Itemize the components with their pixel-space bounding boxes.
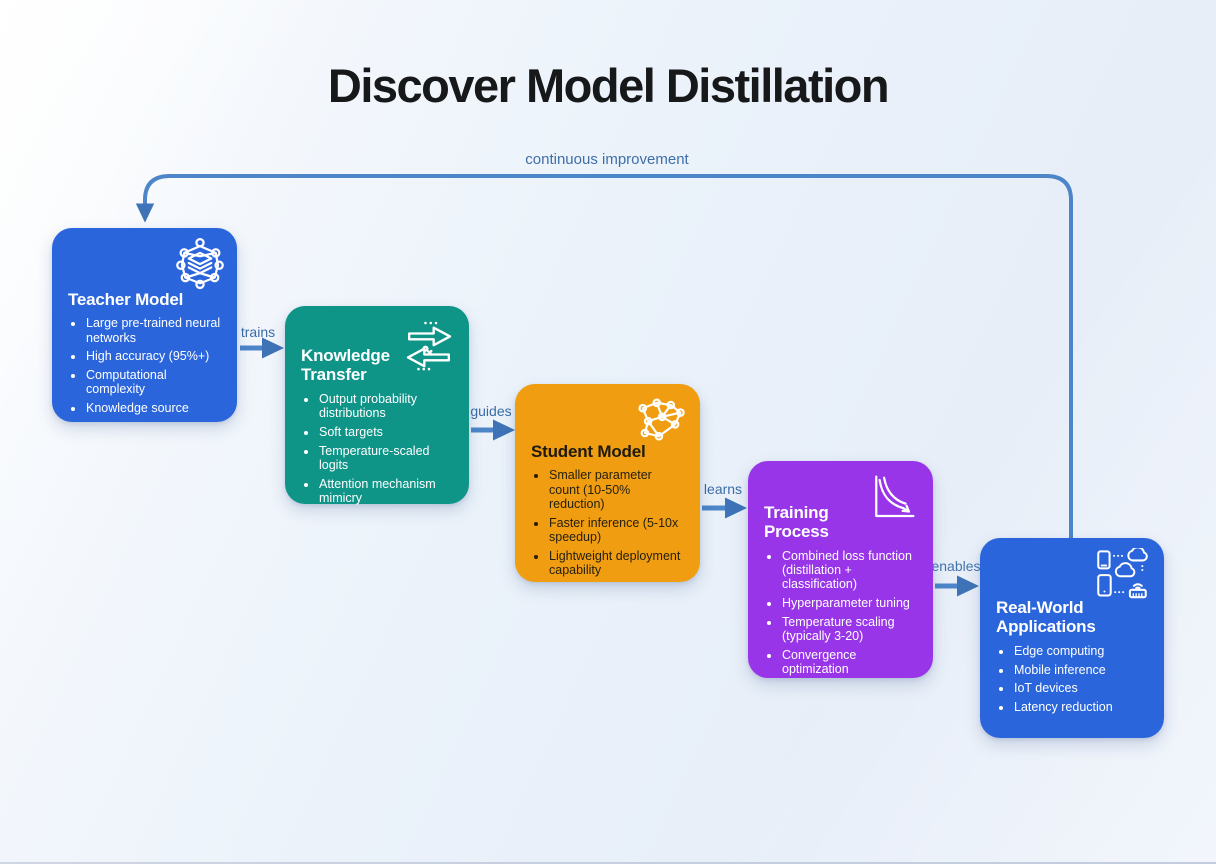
bullet-item: Attention mechanism mimicry bbox=[318, 477, 453, 506]
bullet-item: Knowledge source bbox=[85, 401, 221, 415]
node-bullet-list: Large pre-trained neural networks High a… bbox=[68, 316, 221, 415]
bullet-item: High accuracy (95%+) bbox=[85, 349, 221, 363]
bullet-item: Faster inference (5-10x speedup) bbox=[548, 516, 684, 545]
bullet-item: Temperature-scaled logits bbox=[318, 444, 453, 473]
neural-network-icon bbox=[632, 394, 688, 444]
bullet-item: Temperature scaling (typically 3-20) bbox=[781, 615, 917, 644]
node-student-model: Student Model Smaller parameter count (1… bbox=[515, 384, 700, 582]
node-bullet-list: Edge computing Mobile inference IoT devi… bbox=[996, 644, 1148, 715]
bullet-item: Latency reduction bbox=[1013, 700, 1148, 714]
bullet-item: Computational complexity bbox=[85, 368, 221, 397]
edge-label-trains: trains bbox=[240, 324, 276, 340]
transfer-arrows-icon bbox=[401, 316, 457, 372]
edge-label-guides: guides bbox=[470, 403, 512, 419]
node-real-world-applications: Real-World Applications Edge computing M… bbox=[980, 538, 1164, 738]
bullet-item: Large pre-trained neural networks bbox=[85, 316, 221, 345]
edge-label-learns: learns bbox=[703, 481, 743, 497]
bullet-item: Lightweight deployment capability bbox=[548, 549, 684, 578]
node-bullet-list: Smaller parameter count (10-50% reductio… bbox=[531, 468, 684, 577]
loop-continuous-improvement bbox=[135, 174, 1073, 538]
devices-cloud-icon bbox=[1092, 548, 1152, 600]
edge-label-enables: enables bbox=[931, 558, 981, 574]
node-teacher-model: Teacher Model Large pre-trained neural n… bbox=[52, 228, 237, 422]
bullet-item: Hyperparameter tuning bbox=[781, 596, 917, 610]
node-training-process: Training Process Combined loss function … bbox=[748, 461, 933, 678]
bullet-item: Mobile inference bbox=[1013, 663, 1148, 677]
bullet-item: Convergence optimization bbox=[781, 648, 917, 677]
loss-curve-icon bbox=[865, 471, 919, 525]
bullet-item: Soft targets bbox=[318, 425, 453, 439]
neural-network-layers-icon bbox=[173, 236, 227, 290]
bullet-item: Edge computing bbox=[1013, 644, 1148, 658]
node-title: Knowledge Transfer bbox=[301, 346, 390, 385]
loop-label: continuous improvement bbox=[525, 151, 689, 168]
node-bullet-list: Output probability distributions Soft ta… bbox=[301, 392, 453, 505]
node-title: Teacher Model bbox=[68, 290, 184, 309]
node-title: Student Model bbox=[531, 442, 646, 461]
node-knowledge-transfer: Knowledge Transfer Output probability di… bbox=[285, 306, 469, 505]
node-bullet-list: Combined loss function (distillation + c… bbox=[764, 549, 917, 677]
node-title: Real-World Applications bbox=[996, 598, 1096, 637]
page-title: Discover Model Distillation bbox=[327, 59, 890, 112]
bullet-item: IoT devices bbox=[1013, 681, 1148, 695]
bullet-item: Output probability distributions bbox=[318, 392, 453, 421]
bullet-item: Smaller parameter count (10-50% reductio… bbox=[548, 468, 684, 511]
bullet-item: Combined loss function (distillation + c… bbox=[781, 549, 917, 592]
node-title: Training Process bbox=[764, 503, 829, 542]
